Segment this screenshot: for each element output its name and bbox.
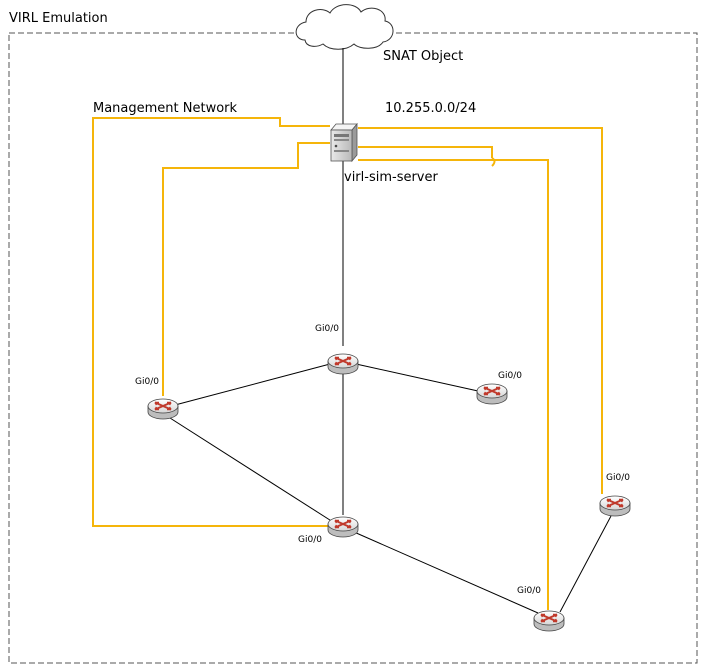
cloud-label: SNAT Object <box>383 49 464 64</box>
boundary-label: VIRL Emulation <box>9 11 108 26</box>
router-icon <box>599 495 631 517</box>
link-center-bottom <box>353 531 539 614</box>
router-icon <box>327 516 359 538</box>
server-label: virl-sim-server <box>344 170 438 185</box>
router-icon <box>476 383 508 405</box>
link-left-center <box>169 417 334 523</box>
router-icon <box>533 610 565 632</box>
link-top-right <box>355 363 479 392</box>
interface-label: Gi0/0 <box>517 586 541 596</box>
link-bottom-far <box>559 515 612 613</box>
interface-label: Gi0/0 <box>135 377 159 387</box>
subnet-label: 10.255.0.0/24 <box>385 101 477 116</box>
management-network-label: Management Network <box>93 101 238 116</box>
router-icon <box>327 353 359 375</box>
mgmt-link-left <box>162 142 330 396</box>
server-icon <box>330 122 358 163</box>
data-links <box>169 160 612 614</box>
mgmt-link-center <box>92 117 330 527</box>
mgmt-link-bottom <box>358 159 549 610</box>
mgmt-link-far <box>358 127 603 494</box>
mgmt-link-right <box>358 146 493 158</box>
interface-label: Gi0/0 <box>298 535 322 545</box>
mgmt-link-right-hop <box>491 157 496 167</box>
interface-label: Gi0/0 <box>606 473 630 483</box>
cloud-icon <box>295 4 394 50</box>
link-top-left <box>174 363 331 406</box>
router-icon <box>147 398 179 420</box>
management-links <box>92 117 603 610</box>
interface-label: Gi0/0 <box>315 324 339 334</box>
interface-label: Gi0/0 <box>498 371 522 381</box>
